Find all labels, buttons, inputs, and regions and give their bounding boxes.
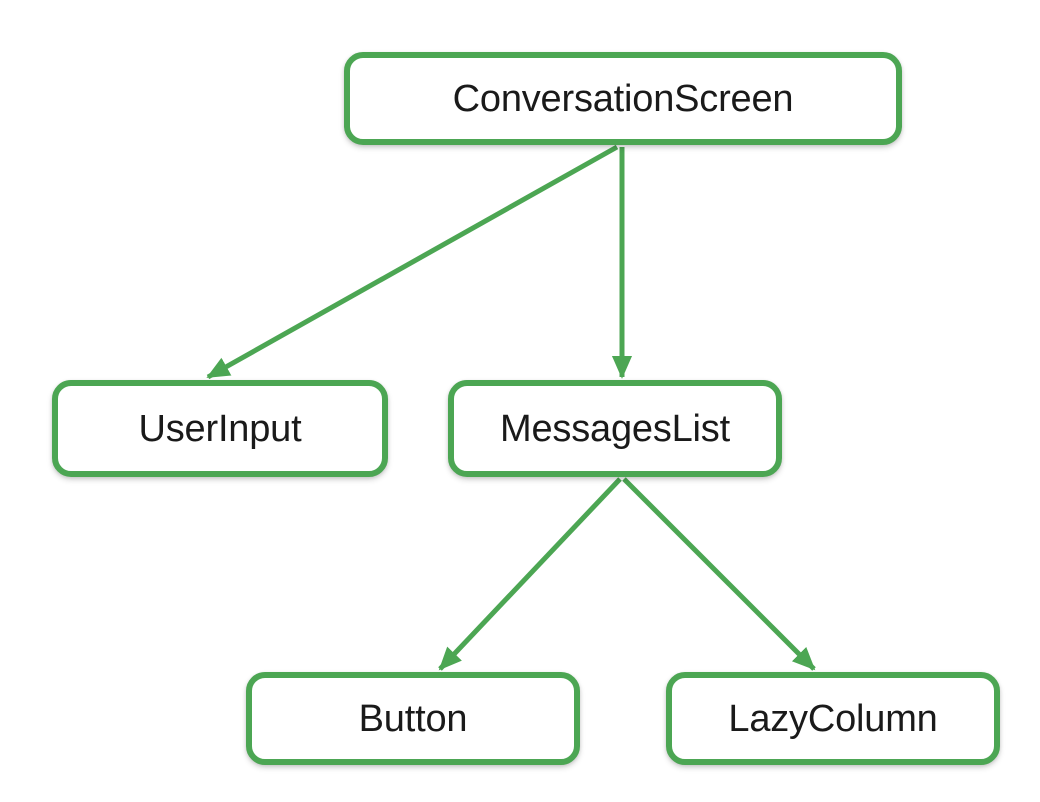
edge-conversationscreen-userinput bbox=[206, 144, 619, 380]
node-label: UserInput bbox=[138, 407, 302, 450]
node-messageslist[interactable]: MessagesList bbox=[448, 380, 782, 477]
node-label: MessagesList bbox=[500, 407, 730, 450]
edge-messageslist-lazycolumn bbox=[622, 477, 816, 671]
node-label: Button bbox=[358, 697, 468, 740]
node-button[interactable]: Button bbox=[246, 672, 580, 765]
node-userinput[interactable]: UserInput bbox=[52, 380, 388, 477]
node-lazycolumn[interactable]: LazyColumn bbox=[666, 672, 1000, 765]
node-label: ConversationScreen bbox=[452, 77, 794, 120]
node-label: LazyColumn bbox=[728, 697, 938, 740]
edge-messageslist-button bbox=[438, 477, 622, 671]
node-conversationscreen[interactable]: ConversationScreen bbox=[344, 52, 902, 145]
